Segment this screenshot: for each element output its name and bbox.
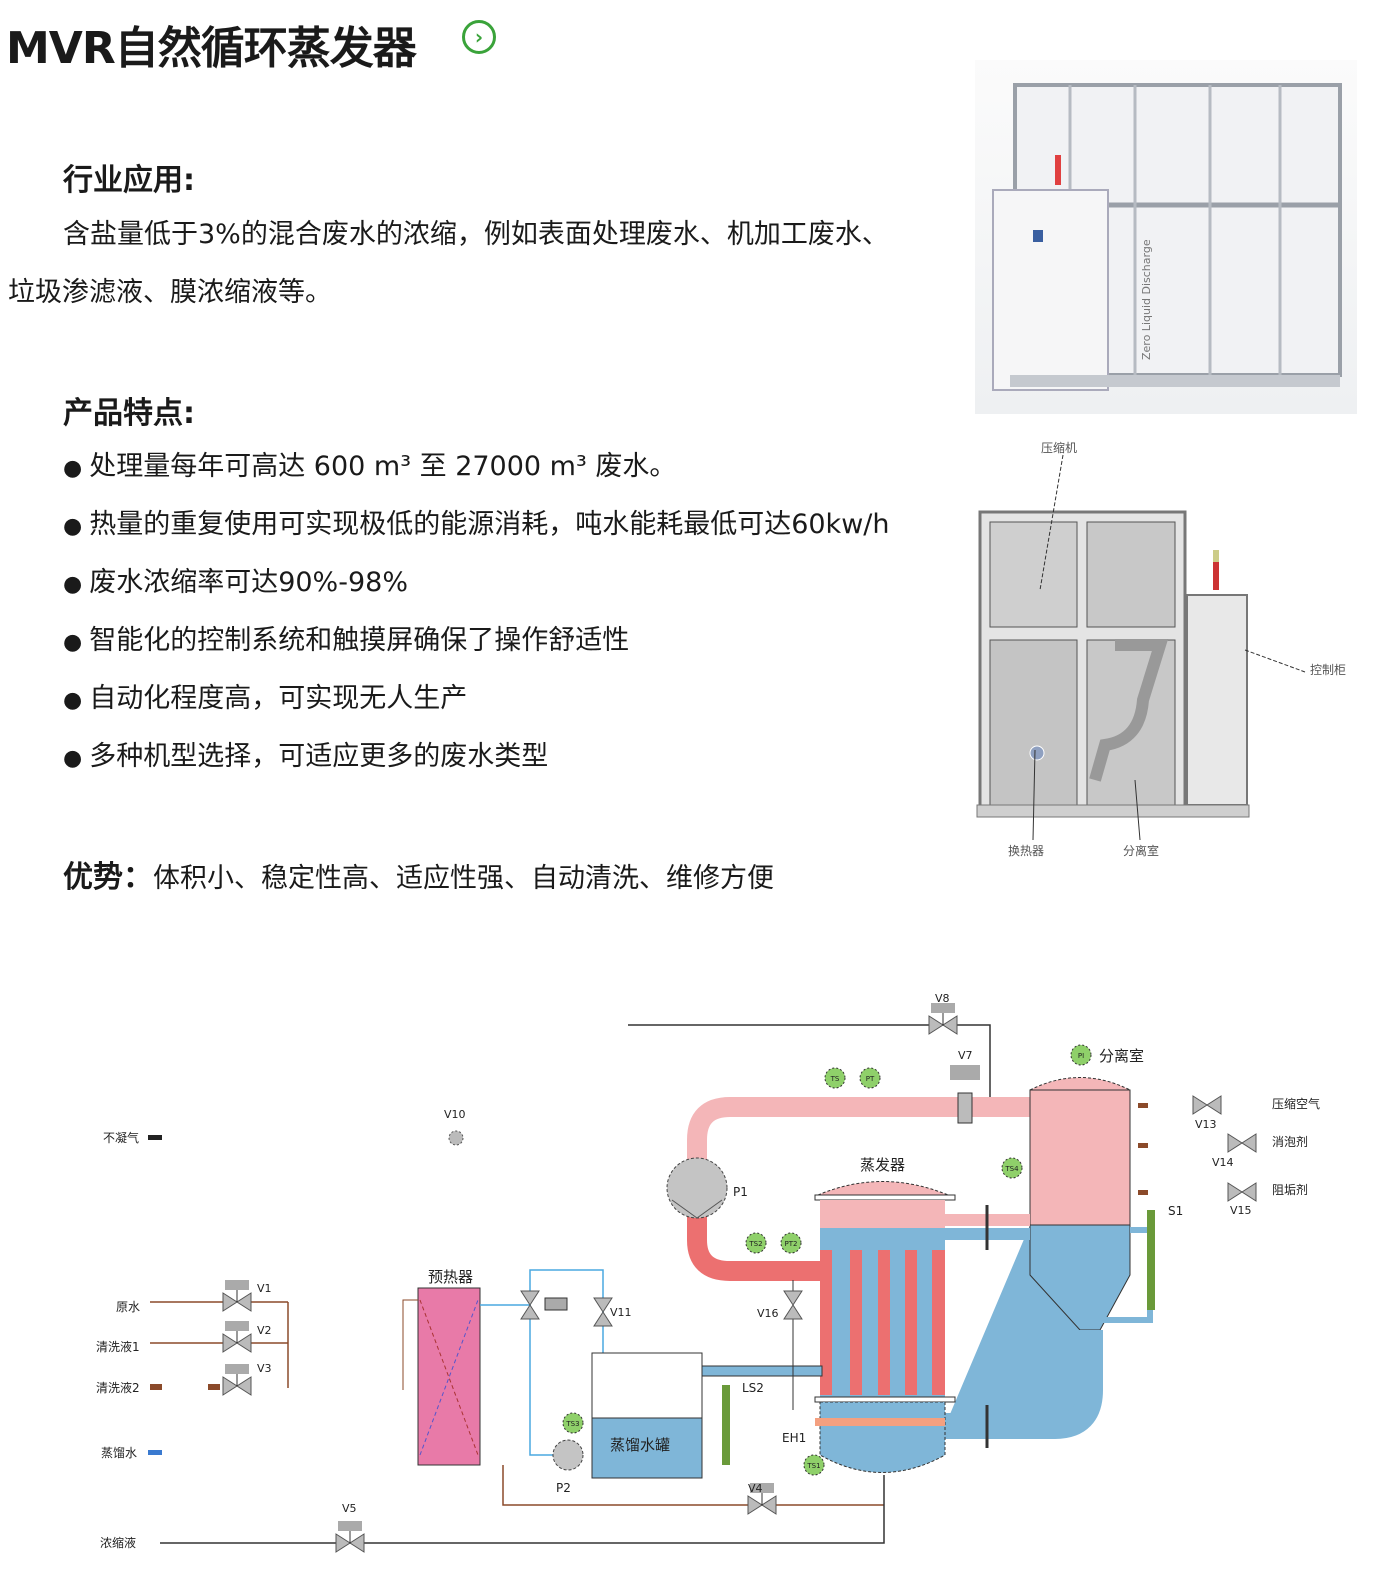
label-v11: V11 xyxy=(610,1306,632,1319)
valve-v1[interactable] xyxy=(222,1279,252,1312)
label-v3: V3 xyxy=(257,1362,272,1375)
valve-v8[interactable] xyxy=(928,1002,958,1035)
label-eh1: EH1 xyxy=(782,1431,806,1445)
label-concentrate: 浓缩液 xyxy=(100,1535,136,1550)
label-v2: V2 xyxy=(257,1324,272,1337)
gauge-ts: TS xyxy=(830,1075,840,1083)
label-v7: V7 xyxy=(958,1049,973,1062)
label-heat-exchanger: 换热器 xyxy=(1008,844,1044,858)
valve-v2[interactable] xyxy=(222,1320,252,1353)
gauge-pi: PI xyxy=(1078,1052,1084,1060)
gauge-ts1: TS1 xyxy=(806,1462,820,1470)
label-control-cabinet: 控制柜 xyxy=(1310,663,1346,677)
valve-v15[interactable] xyxy=(1227,1182,1257,1202)
label-p2: P2 xyxy=(556,1481,571,1495)
product-photo: Zero Liquid Discharge xyxy=(975,60,1357,414)
label-v10: V10 xyxy=(444,1108,466,1121)
valve-v10[interactable] xyxy=(448,1130,464,1146)
label-separator: 分离室 xyxy=(1099,1047,1144,1065)
advantages-heading: 优势： xyxy=(63,860,153,895)
feature-item: 热量的重复使用可实现极低的能源消耗，吨水能耗最低可达60kw/h xyxy=(63,502,889,541)
label-s1: S1 xyxy=(1168,1204,1183,1218)
label-evaporator: 蒸发器 xyxy=(860,1156,905,1174)
gauge-ts3: TS3 xyxy=(565,1420,579,1428)
gauge-pt: PT xyxy=(866,1075,875,1083)
feature-item: 处理量每年可高达 600 m³ 至 27000 m³ 废水。 xyxy=(63,444,676,483)
label-antifoam: 消泡剂 xyxy=(1272,1134,1308,1149)
advantages-text: 体积小、稳定性高、适应性强、自动清洗、维修方便 xyxy=(153,863,774,894)
circle-chevron-right-icon[interactable]: › xyxy=(462,20,496,54)
industry-heading: 行业应用: xyxy=(63,163,195,198)
feature-item: 多种机型选择，可适应更多的废水类型 xyxy=(63,734,548,773)
label-ls2: LS2 xyxy=(742,1381,764,1395)
label-tank: 蒸馏水罐 xyxy=(610,1436,670,1454)
label-v4: V4 xyxy=(748,1482,763,1495)
feature-item: 智能化的控制系统和触摸屏确保了操作舒适性 xyxy=(63,618,629,657)
label-v15: V15 xyxy=(1230,1204,1252,1217)
label-preheater: 预热器 xyxy=(428,1268,473,1286)
machine-drawing: 压缩机 控制柜 换热器 分离室 xyxy=(975,440,1355,860)
industry-text-1: 含盐量低于3%的混合废水的浓缩，例如表面处理废水、机加工废水、 xyxy=(63,219,889,250)
brand-text: Zero Liquid Discharge xyxy=(1140,239,1153,360)
feature-item: 自动化程度高，可实现无人生产 xyxy=(63,676,467,715)
label-v1: V1 xyxy=(257,1282,272,1295)
valve-v3[interactable] xyxy=(222,1363,252,1396)
label-v14: V14 xyxy=(1212,1156,1234,1169)
feature-item: 废水浓缩率可达90%-98% xyxy=(63,560,408,599)
valve-v13[interactable] xyxy=(1192,1095,1222,1115)
gauge-pt2: PT2 xyxy=(785,1240,798,1248)
valve-v14[interactable] xyxy=(1227,1133,1257,1153)
label-p1: P1 xyxy=(733,1185,748,1199)
label-antiscalant: 阻垢剂 xyxy=(1272,1182,1308,1197)
advantages: 优势：体积小、稳定性高、适应性强、自动清洗、维修方便 xyxy=(63,852,774,896)
process-flow-diagram: TS PT PI TS4 TS2 PT2 TS3 TS1 不凝气 原水 清洗液1… xyxy=(96,992,1320,1553)
label-cleaning2: 清洗液2 xyxy=(96,1380,140,1395)
label-v13: V13 xyxy=(1195,1118,1217,1131)
label-noncondensable: 不凝气 xyxy=(103,1130,139,1145)
label-v5: V5 xyxy=(342,1502,357,1515)
label-v8: V8 xyxy=(935,992,950,1005)
label-distilled: 蒸馏水 xyxy=(101,1446,137,1460)
valve-v5[interactable] xyxy=(335,1520,365,1553)
industry-text-2: 垃圾渗滤液、膜浓缩液等。 xyxy=(8,277,332,308)
gauge-ts2: TS2 xyxy=(748,1240,762,1248)
label-raw-water: 原水 xyxy=(116,1300,140,1314)
valve-v16[interactable] xyxy=(783,1290,803,1320)
label-compressed-air: 压缩空气 xyxy=(1272,1096,1320,1111)
label-cleaning1: 清洗液1 xyxy=(96,1339,140,1354)
label-separator: 分离室 xyxy=(1123,843,1159,858)
label-compressor: 压缩机 xyxy=(1041,440,1077,455)
features-heading: 产品特点: xyxy=(63,396,195,431)
label-v16: V16 xyxy=(757,1307,779,1320)
gauge-ts4: TS4 xyxy=(1004,1165,1019,1173)
page-title: MVR自然循环蒸发器 xyxy=(6,23,417,74)
